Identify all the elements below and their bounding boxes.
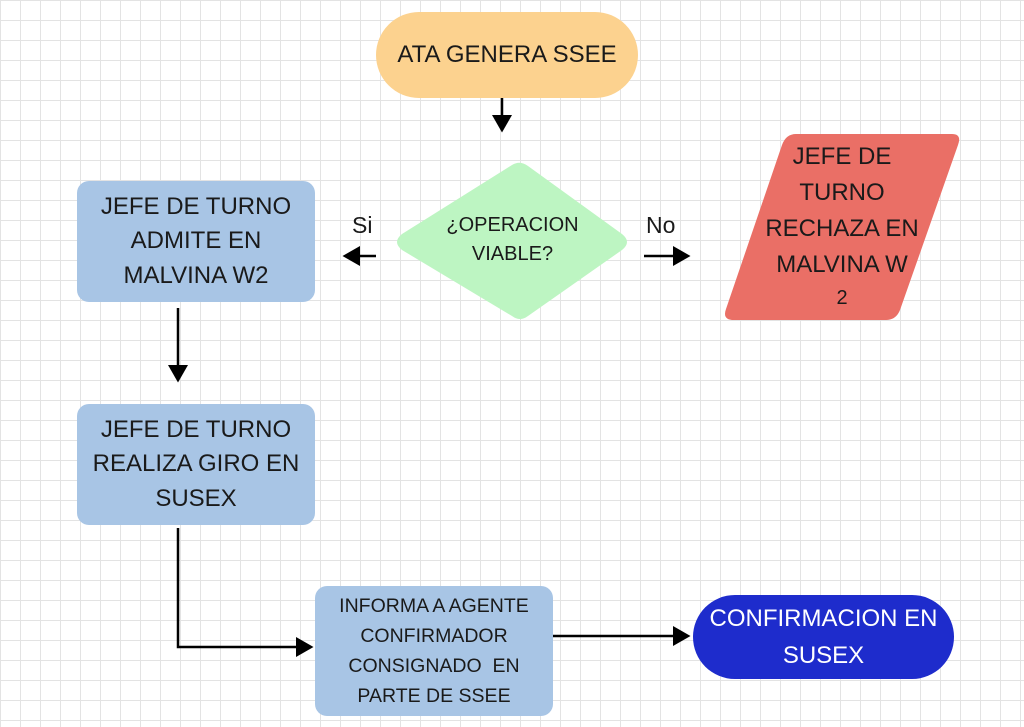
start-node: ATA GENERA SSEE xyxy=(376,12,638,98)
giro-process-node: JEFE DE TURNO REALIZA GIRO EN SUSEX xyxy=(77,404,315,525)
decision-diamond xyxy=(397,162,627,319)
admit-line: JEFE DE TURNO xyxy=(100,193,292,221)
decision-line: VIABLE? xyxy=(471,243,554,265)
reject-line: TURNO xyxy=(799,179,885,206)
reject-line: 2 xyxy=(836,287,848,309)
reject-parallelogram xyxy=(725,134,960,320)
informa-process-node: INFORMA A AGENTE CONFIRMADOR CONSIGNADO … xyxy=(315,586,553,716)
giro-line: SUSEX xyxy=(155,484,237,512)
informa-line: CONFIRMADOR xyxy=(360,624,508,647)
confirm-end-node: CONFIRMACION EN SUSEX xyxy=(693,595,954,679)
start-text: ATA GENERA SSEE xyxy=(397,40,617,68)
branch-no-label: No xyxy=(646,212,676,238)
reject-label: JEFE DE TURNO RECHAZA EN MALVINA W 2 xyxy=(742,136,942,316)
arrow-giro-to-informa xyxy=(176,528,314,657)
giro-line: JEFE DE TURNO xyxy=(100,416,292,444)
admit-line: MALVINA W2 xyxy=(123,261,269,289)
branch-yes-label: Si xyxy=(352,212,373,238)
confirm-line: SUSEX xyxy=(782,642,865,669)
decision-line: ¿OPERACION xyxy=(446,214,579,236)
informa-line: PARTE DE SSEE xyxy=(357,685,511,708)
admit-process-node: JEFE DE TURNO ADMITE EN MALVINA W2 xyxy=(77,181,315,302)
reject-line: JEFE DE xyxy=(792,143,892,170)
giro-line: REALIZA GIRO EN xyxy=(92,450,300,478)
confirm-line: CONFIRMACION EN xyxy=(709,604,938,632)
decision-label: ¿OPERACION VIABLE? xyxy=(420,200,605,280)
reject-line: RECHAZA EN xyxy=(765,215,919,242)
informa-line: CONSIGNADO EN xyxy=(348,655,520,677)
informa-line: INFORMA A AGENTE xyxy=(339,594,529,617)
reject-line: MALVINA W xyxy=(776,251,908,278)
admit-line: ADMITE EN xyxy=(130,227,262,255)
